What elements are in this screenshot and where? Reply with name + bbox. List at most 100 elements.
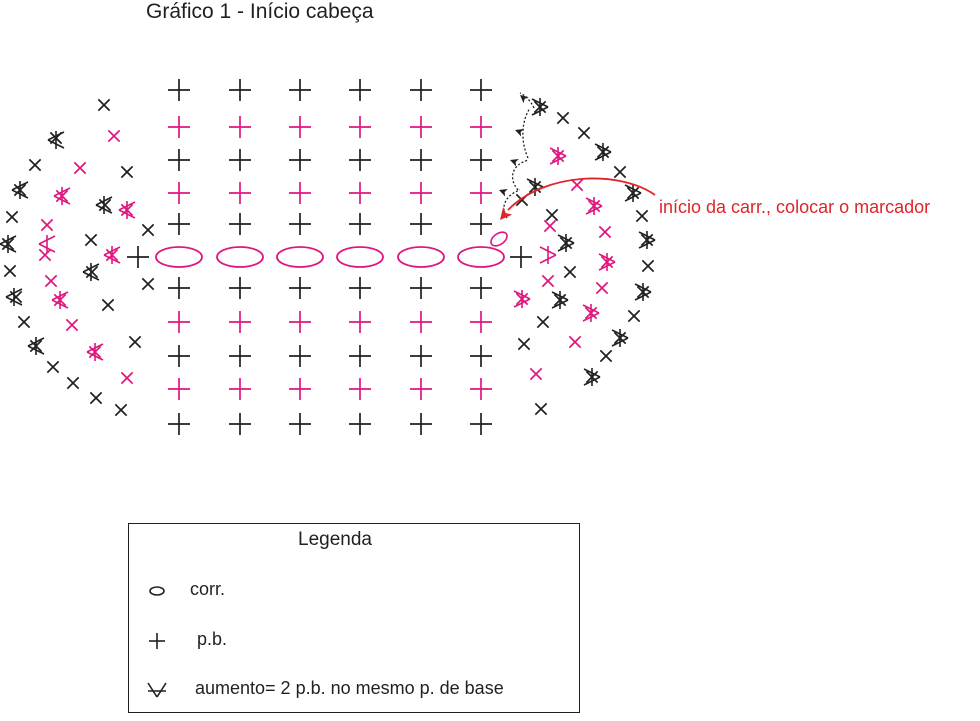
stitch-single-crochet [229,79,251,101]
stitch-single-crochet [349,116,371,138]
stitch-single-crochet [410,213,432,235]
stitch-single-crochet [410,182,432,204]
stitch-single-crochet [410,413,432,435]
stitch-single-crochet [349,79,371,101]
arrowhead-icon [499,188,508,197]
stitch-increase [95,196,113,214]
chain-stitch [155,246,203,268]
stitch-single-crochet [127,246,149,268]
stitch-single-crochet [168,345,190,367]
stitch-single-crochet [46,360,60,374]
stitch-single-crochet [289,277,311,299]
chain-stitch [216,246,264,268]
stitch-increase [638,231,656,249]
stitch-single-crochet [577,126,591,140]
stitch-single-crochet [141,223,155,237]
stitch-single-crochet [517,337,531,351]
stitch-increase [585,197,603,215]
stitch-single-crochet [9,290,23,304]
stitch-single-crochet [3,264,17,278]
chain-stitch [397,246,445,268]
stitch-single-crochet [120,371,134,385]
stitch-single-crochet [97,98,111,112]
legend-item-single-crochet: p.b. [129,626,579,656]
legend-heading: Legenda [298,529,372,550]
stitch-single-crochet [1,237,15,251]
stitch-increase [103,246,121,264]
stitch-single-crochet [470,345,492,367]
stitch-single-crochet [349,378,371,400]
stitch-increase [557,234,575,252]
legend-label-chain: corr. [190,579,226,599]
stitch-single-crochet [168,378,190,400]
legend-label-increase: aumento= 2 p.b. no mesmo p. de base [195,678,504,698]
stitch-increase [583,368,601,386]
stitch-single-crochet [349,311,371,333]
stitch-increase [118,201,136,219]
stitch-single-crochet [613,165,627,179]
stitch-single-crochet [349,277,371,299]
stitch-single-crochet [289,213,311,235]
stitch-single-crochet [5,210,19,224]
stitch-single-crochet [536,315,550,329]
stitch-single-crochet [349,213,371,235]
annotation-arrowhead-icon [500,206,513,220]
stitch-single-crochet [410,378,432,400]
increase-v-icon [147,682,167,698]
stitch-single-crochet [534,402,548,416]
stitch-single-crochet [510,246,532,268]
stitch-single-crochet [470,277,492,299]
stitch-single-crochet [229,311,251,333]
stitch-single-crochet [410,79,432,101]
stitch-single-crochet [229,345,251,367]
stitch-single-crochet [635,209,649,223]
stitch-increase [5,288,23,306]
arrowhead-icon [520,95,529,104]
stitch-single-crochet [470,378,492,400]
stitch-single-crochet [168,311,190,333]
legend-item-chain: corr. [129,576,579,606]
stitch-single-crochet [65,318,79,332]
stitch-single-crochet [168,277,190,299]
stitch-single-crochet [168,79,190,101]
stitch-single-crochet [470,149,492,171]
stitch-single-crochet [529,367,543,381]
legend-label-single-crochet: p.b. [197,629,228,649]
stitch-increase [27,337,45,355]
stitch-increase [0,235,17,253]
stitch-single-crochet [541,274,555,288]
stitch-single-crochet [229,378,251,400]
chain-oval-icon [149,586,165,596]
chain-stitch [490,231,508,247]
stitch-single-crochet [38,248,52,262]
stitch-single-crochet [289,378,311,400]
stitch-single-crochet [470,413,492,435]
stitch-single-crochet [470,182,492,204]
stitch-single-crochet [545,208,559,222]
stitch-single-crochet [44,274,58,288]
stitch-single-crochet [229,213,251,235]
stitch-single-crochet [168,149,190,171]
stitch-single-crochet [595,281,609,295]
stitch-single-crochet [410,311,432,333]
stitch-single-crochet [570,178,584,192]
stitch-single-crochet [349,345,371,367]
stitch-increase [594,143,612,161]
stitch-increase [38,235,56,253]
stitch-single-crochet [40,218,54,232]
stitch-single-crochet [73,161,87,175]
stitch-single-crochet [349,413,371,435]
stitch-increase [551,291,569,309]
legend-item-increase: aumento= 2 p.b. no mesmo p. de base [129,675,579,705]
stitch-single-crochet [289,345,311,367]
arrowhead-icon [515,128,524,137]
stitch-increase [549,147,567,165]
stitch-single-crochet [289,149,311,171]
dotted-arrow [522,107,531,159]
stitch-single-crochet [470,311,492,333]
stitch-increase [531,98,549,116]
stitch-single-crochet [107,129,121,143]
stitch-single-crochet [289,311,311,333]
stitch-single-crochet [289,182,311,204]
stitch-single-crochet [229,413,251,435]
